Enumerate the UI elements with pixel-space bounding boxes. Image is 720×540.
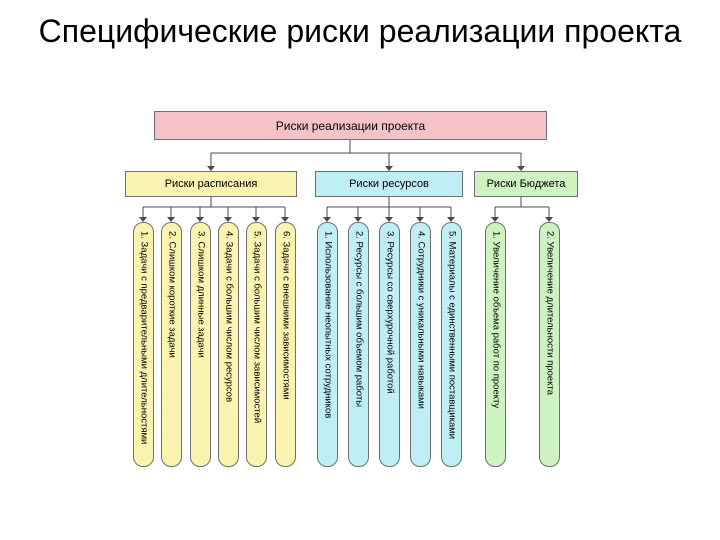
leaf-label: 3. Ресурсы со сверхурочной работой [384, 231, 396, 394]
leaf-label: 3. Слишком длинные задачи [195, 231, 207, 358]
leaf-label: 6. Задачи с внешними зависимостями [280, 231, 292, 400]
leaf-node: 5. Материалы с единственными поставщикам… [441, 222, 462, 467]
leaf-node: 1. Увеличение объема работ по проекту [485, 222, 506, 467]
root-node: Риски реализации проекта [154, 111, 547, 140]
category-budget-risks: Риски Бюджета [474, 171, 578, 197]
category-label: Риски Бюджета [486, 178, 566, 190]
leaf-node: 2. Увеличение длительности проекта [539, 222, 560, 467]
leaf-label: 2. Ресурсы с большим объемом работы [353, 231, 365, 408]
leaf-label: 4. Задачи с большим числом ресурсов [223, 231, 235, 403]
leaf-node: 3. Слишком длинные задачи [190, 222, 211, 467]
slide-title: Специфические риски реализации проекта [38, 13, 682, 49]
category-resource-risks: Риски ресурсов [315, 171, 463, 197]
leaf-label: 1. Задачи с предварительными длительност… [138, 231, 150, 445]
leaf-label: 1. Увеличение объема работ по проекту [490, 231, 502, 409]
leaf-node: 2. Ресурсы с большим объемом работы [348, 222, 369, 467]
leaf-node: 1. Задачи с предварительными длительност… [133, 222, 154, 467]
leaf-label: 1. Использование неопытных сотрудников [322, 231, 334, 419]
leaf-label: 5. Материалы с единственными поставщикам… [446, 231, 458, 440]
category-schedule-risks: Риски расписания [125, 171, 297, 197]
leaf-node: 4. Сотрудники с уникальными навыками [410, 222, 431, 467]
category-label: Риски ресурсов [349, 178, 429, 190]
leaf-label: 2. Слишком короткие задачи [166, 231, 178, 358]
leaf-label: 4. Сотрудники с уникальными навыками [415, 231, 427, 409]
leaf-node: 4. Задачи с большим числом ресурсов [218, 222, 239, 467]
leaf-node: 6. Задачи с внешними зависимостями [275, 222, 296, 467]
category-label: Риски расписания [164, 178, 258, 190]
leaf-node: 5. Задачи с большим числом зависимостей [246, 222, 267, 467]
leaf-label: 5. Задачи с большим числом зависимостей [251, 231, 263, 424]
root-node-label: Риски реализации проекта [275, 118, 426, 133]
leaf-node: 3. Ресурсы со сверхурочной работой [379, 222, 400, 467]
leaf-node: 2. Слишком короткие задачи [161, 222, 182, 467]
leaf-label: 2. Увеличение длительности проекта [544, 231, 556, 395]
leaf-node: 1. Использование неопытных сотрудников [317, 222, 338, 467]
